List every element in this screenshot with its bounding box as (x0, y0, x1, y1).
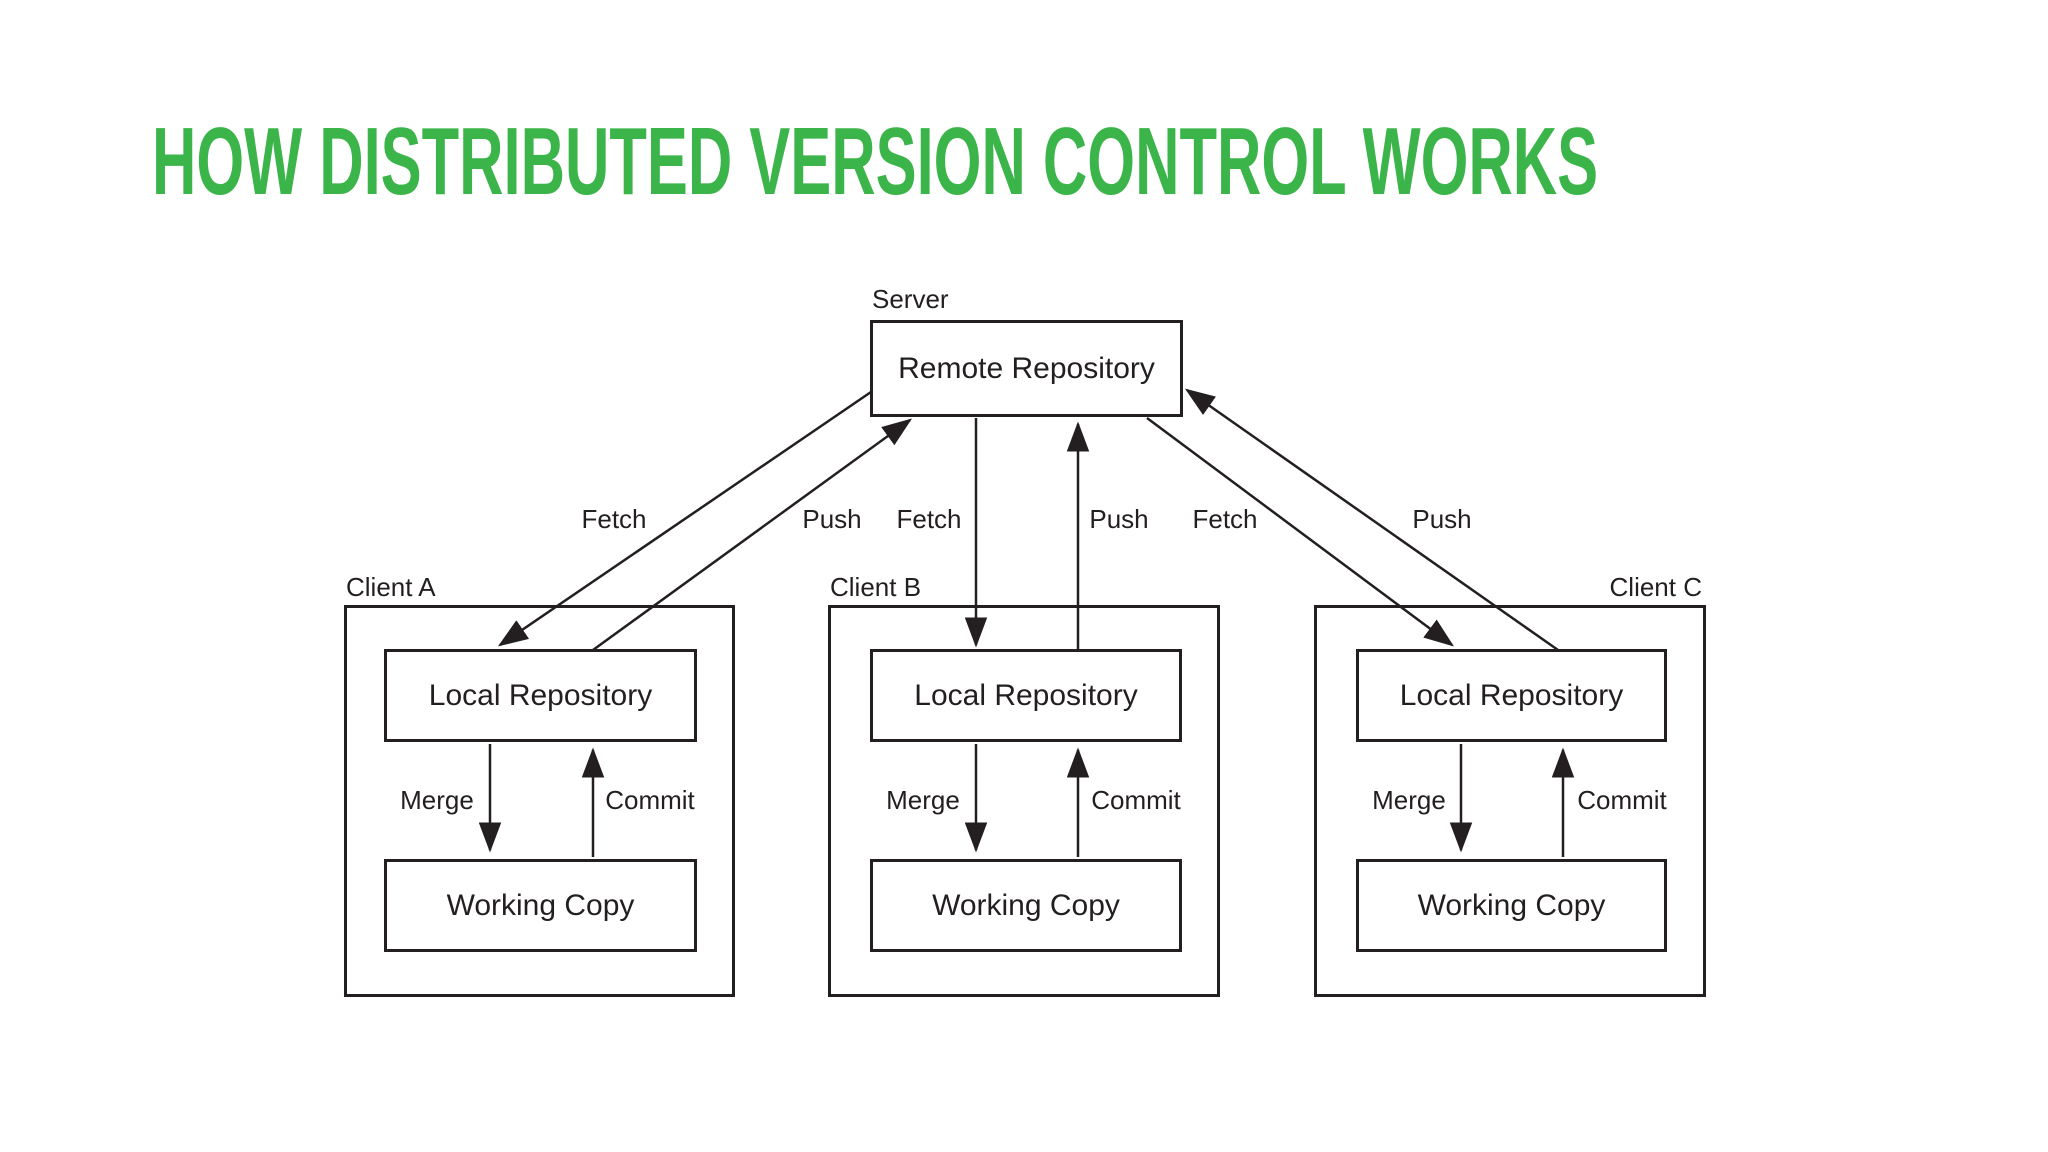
client-a-local-repository-box: Local Repository (384, 649, 697, 742)
commit-label-client-c: Commit (1577, 785, 1667, 815)
client-a-local-repository-label: Local Repository (428, 678, 653, 712)
remote-repository-box: Remote Repository (870, 320, 1183, 417)
client-b-working-copy-box: Working Copy (870, 859, 1182, 952)
push-arrow-client-a (592, 418, 913, 652)
commit-label-client-b: Commit (1091, 785, 1181, 815)
client-c-local-repository-label: Local Repository (1399, 678, 1624, 712)
client-c-box (1314, 605, 1706, 997)
client-b-working-copy-label: Working Copy (932, 888, 1120, 922)
client-b-local-repository-box: Local Repository (870, 649, 1182, 742)
merge-label-client-b: Merge (886, 785, 960, 815)
client-b-box (828, 605, 1220, 997)
page-title: HOW DISTRIBUTED VERSION CONTROL WORKS (152, 108, 1599, 215)
push-label-client-a: Push (802, 504, 862, 534)
fetch-arrow-client-a (497, 390, 872, 647)
client-c-working-copy-label: Working Copy (1417, 888, 1606, 922)
client-c-working-copy-box: Working Copy (1356, 859, 1667, 952)
client-a-caption: Client A (346, 572, 436, 602)
commit-label-client-a: Commit (605, 785, 695, 815)
client-a-working-copy-box: Working Copy (384, 859, 697, 952)
client-a-box (344, 605, 735, 997)
client-c-local-repository-box: Local Repository (1356, 649, 1667, 742)
push-label-client-b: Push (1089, 504, 1149, 534)
client-b-local-repository-label: Local Repository (914, 678, 1138, 712)
fetch-label-client-a: Fetch (581, 504, 647, 534)
fetch-label-client-c: Fetch (1192, 504, 1258, 534)
client-b-caption: Client B (830, 572, 922, 602)
merge-label-client-a: Merge (400, 785, 474, 815)
push-label-client-c: Push (1412, 504, 1472, 534)
server-caption: Server (872, 284, 949, 314)
remote-repository-label: Remote Repository (898, 351, 1155, 385)
client-a-working-copy-label: Working Copy (446, 888, 635, 922)
client-c-caption: Client C (1609, 572, 1702, 602)
fetch-label-client-b: Fetch (896, 504, 962, 534)
merge-label-client-c: Merge (1372, 785, 1446, 815)
